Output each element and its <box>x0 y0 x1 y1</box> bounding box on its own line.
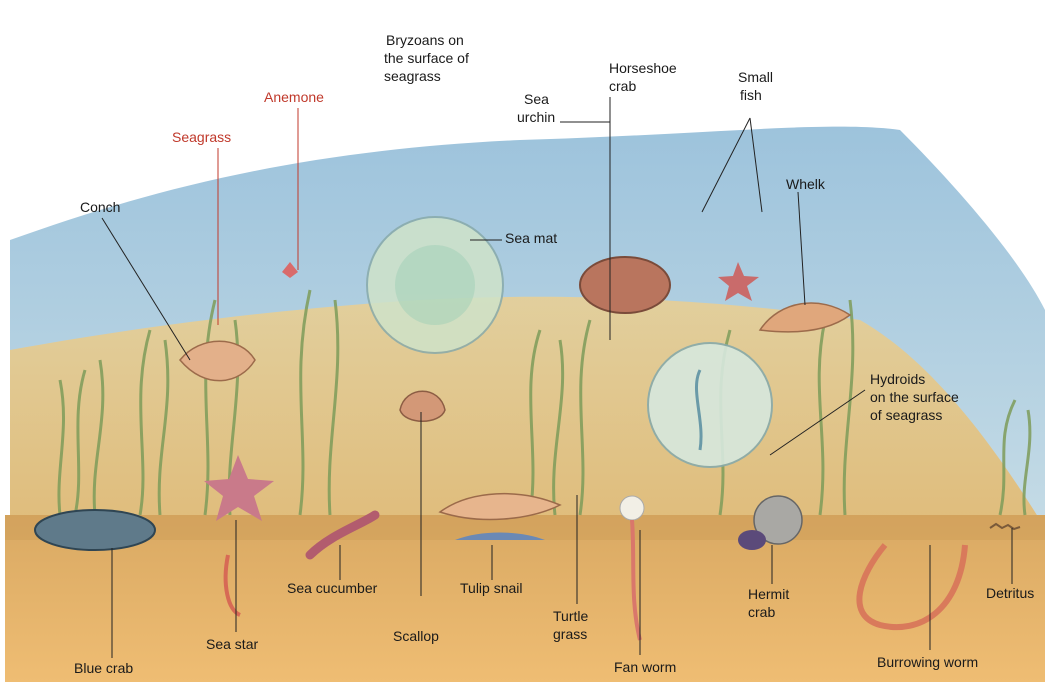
label-hydroids-line3: of seagrass <box>870 407 942 423</box>
label-whelk: Whelk <box>786 176 826 192</box>
label-sea-star: Sea star <box>206 636 258 652</box>
label-horseshoe-crab-line1: Horseshoe <box>609 60 677 76</box>
label-tulip-snail: Tulip snail <box>460 580 523 596</box>
label-blue-crab: Blue crab <box>74 660 133 676</box>
blue-crab-figure <box>35 510 155 550</box>
label-turtle-grass-line2: grass <box>553 626 587 642</box>
label-hermit-crab-line1: Hermit <box>748 586 789 602</box>
label-sea-mat: Sea mat <box>505 230 557 246</box>
fan-worm-crown <box>620 496 644 520</box>
label-scallop: Scallop <box>393 628 439 644</box>
label-bryozoans-line1: Bryzoans on <box>386 32 464 48</box>
horseshoe-crab-figure <box>580 257 670 313</box>
label-bryozoans-line3: seagrass <box>384 68 441 84</box>
label-small-fish-line2: fish <box>740 87 762 103</box>
label-hydroids-line2: on the surface <box>870 389 959 405</box>
label-detritus: Detritus <box>986 585 1034 601</box>
hydroids-inset <box>648 343 772 467</box>
label-small-fish-line1: Small <box>738 69 773 85</box>
label-sea-cucumber: Sea cucumber <box>287 580 378 596</box>
label-bryozoans-line2: the surface of <box>384 50 469 66</box>
label-conch: Conch <box>80 199 120 215</box>
label-fan-worm: Fan worm <box>614 659 676 675</box>
sea-mat-inset-inner <box>395 245 475 325</box>
label-anemone: Anemone <box>264 89 324 105</box>
label-hermit-crab-line2: crab <box>748 604 775 620</box>
hermit-crab-body <box>738 530 766 550</box>
label-hydroids-line1: Hydroids <box>870 371 925 387</box>
label-sea-urchin-line1: Sea <box>524 91 549 107</box>
label-sea-urchin-line2: urchin <box>517 109 555 125</box>
label-burrowing-worm: Burrowing worm <box>877 654 978 670</box>
label-seagrass: Seagrass <box>172 129 231 145</box>
label-turtle-grass-line1: Turtle <box>553 608 588 624</box>
label-horseshoe-crab-line2: crab <box>609 78 636 94</box>
